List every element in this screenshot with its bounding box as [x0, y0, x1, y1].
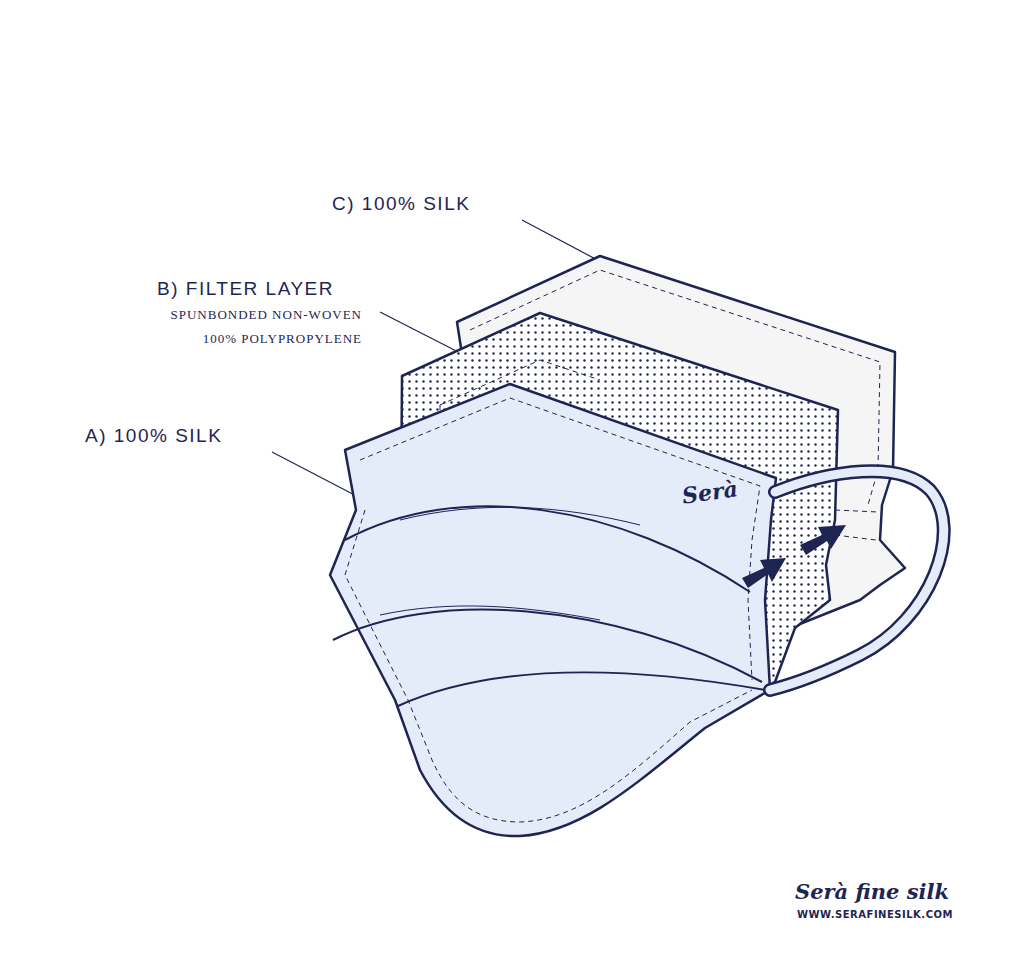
silk-layer-front	[330, 384, 776, 836]
ear-loop	[770, 471, 944, 690]
layer-label: B) FILTER LAYER	[157, 279, 334, 300]
pleat	[345, 506, 750, 592]
material-note: 100% POLYPROPYLENE	[203, 332, 362, 346]
pleat	[398, 672, 765, 706]
pleat	[333, 610, 762, 682]
brand-logo: Serà fine silk	[795, 880, 949, 903]
stitching	[345, 398, 760, 822]
pleat	[400, 507, 640, 525]
layer-label: A) 100% SILK	[85, 426, 222, 447]
website-url: WWW.SERAFINESILK.COM	[797, 909, 953, 920]
pleat	[380, 606, 600, 620]
layer-label: C) 100% SILK	[332, 194, 470, 215]
insert-arrow	[800, 525, 846, 555]
material-note: SPUNBONDED NON-WOVEN	[170, 308, 362, 322]
ear-loop	[770, 471, 944, 690]
insert-arrow	[742, 558, 786, 588]
